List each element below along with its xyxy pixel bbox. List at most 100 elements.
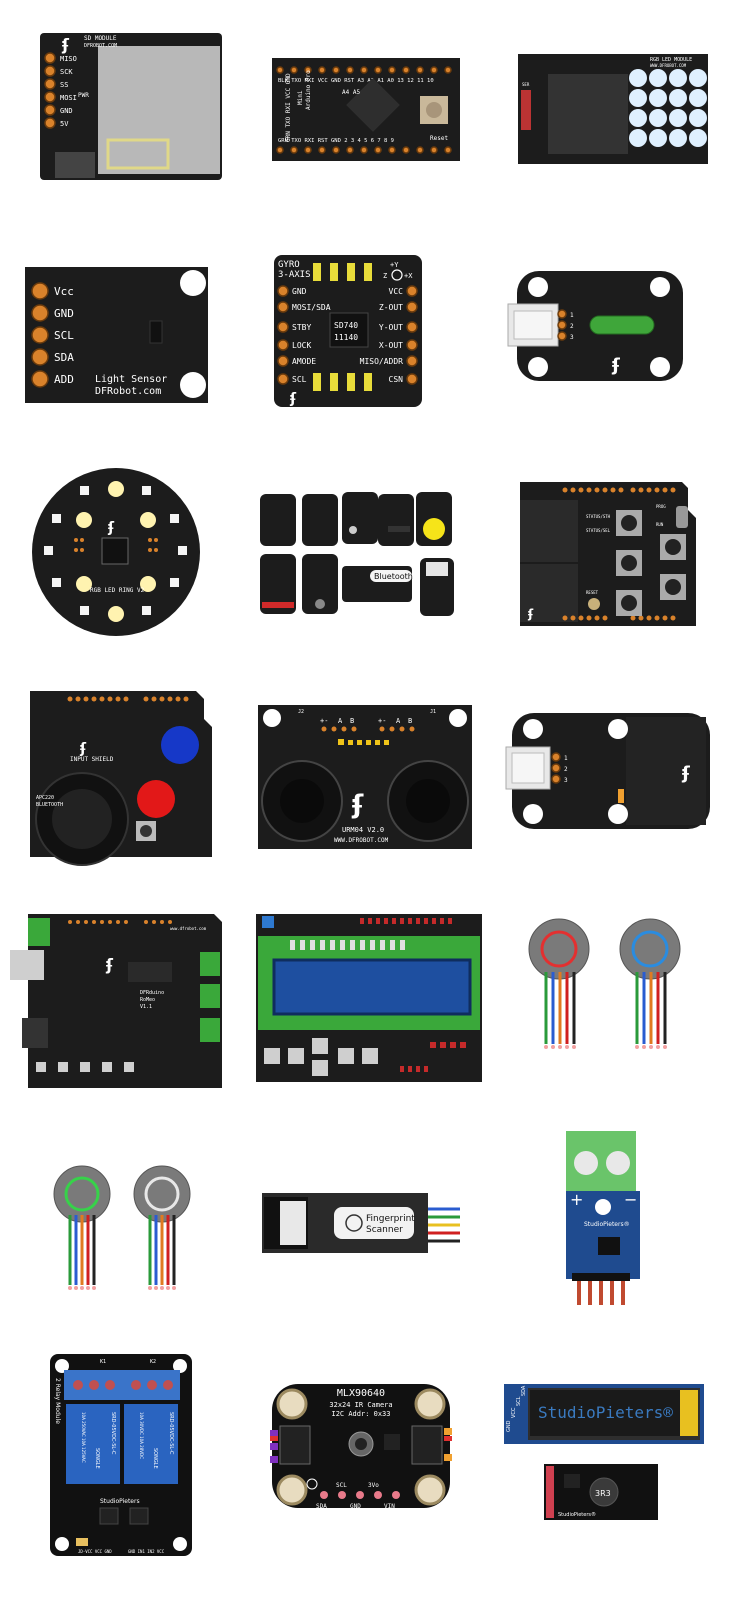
romeo-title: DFRduino <box>140 990 164 996</box>
dfrduino-romeo: ʄ DFRduino RoMeo V1.1 www.dfrobot.com <box>0 812 250 1088</box>
relay-jumper: K2 <box>150 1359 156 1365</box>
gyro-right-pin: Y-OUT <box>379 323 403 332</box>
sd-pin-label: 5V <box>60 120 69 128</box>
ir-pin-label: 1 <box>564 755 568 762</box>
relay-pins-right: GND IN1 IN2 VCC <box>128 1549 165 1554</box>
promini-title: Arduino Pro <box>305 70 312 110</box>
oled-pin: SCL <box>516 1396 522 1406</box>
promini-analog-label: A4 A5 <box>342 89 360 96</box>
promini-reset-label: Reset <box>430 135 448 142</box>
relay-brand-label: StudioPieters <box>100 1498 140 1505</box>
gyro-right-pin: VCC <box>389 287 404 296</box>
sd-pwr-label: PWR <box>78 92 89 99</box>
ir-sensor: 1 2 3 ʄ <box>500 609 750 829</box>
stepup-pin: B <box>534 1483 540 1492</box>
light-pin-label: Vcc <box>54 285 74 298</box>
lcd-keypad-shield <box>250 812 500 1082</box>
gyro-left-pin: LOCK <box>292 341 311 350</box>
light-subtitle: DFRobot.com <box>95 386 161 397</box>
urm-pin-label: B <box>408 717 412 725</box>
sd-pin-label: SCK <box>60 68 73 76</box>
gyro-subtitle: 3-AXIS <box>278 270 311 280</box>
stepup-inductor: 3R3 <box>595 1489 611 1498</box>
mlx-title: MLX90640 <box>337 1388 385 1399</box>
gyro-left-pin: STBY <box>292 323 311 332</box>
urm-pin-label: A <box>338 717 343 725</box>
sd-subtitle: DFROBOT.COM <box>84 43 117 49</box>
relay-rating: 10A 250VAC 10A 125VAC <box>81 1412 86 1463</box>
dfrobot-logo-icon: ʄ <box>611 355 620 376</box>
gyro-right-pin: MISO/ADDR <box>360 357 404 366</box>
gyro-axis-y: +Y <box>390 261 399 269</box>
mlx-pin: GND <box>350 1503 361 1510</box>
force-sensors-red-blue <box>500 812 750 1049</box>
gyro-chip-label: 11140 <box>334 333 358 342</box>
driver-plus: + <box>570 1190 583 1209</box>
gyro-left-pin: SCL <box>292 375 307 384</box>
io-status-label: STATUS/SEL <box>586 528 611 533</box>
oled-and-stepup: StudioPieters® GND VCC SCL SDA A B 3R3 S… <box>500 1218 750 1520</box>
dfrobot-logo-icon: ʄ <box>107 520 115 536</box>
light-pin-label: GND <box>54 307 74 320</box>
urm-pin-label: +- <box>378 717 386 725</box>
bluetooth-badge: Bluetooth <box>374 572 413 581</box>
dfrobot-logo-icon: ʄ <box>61 35 70 54</box>
urm-jumper-label: J2 <box>298 709 304 715</box>
promini-side-label: GRN TXO RXI VCC GND <box>285 73 292 142</box>
dfrobot-logo-icon: ʄ <box>79 741 87 757</box>
dfrobot-logo-icon: ʄ <box>351 790 364 820</box>
rgb-left-label: SER <box>522 82 530 87</box>
tilt-sensor: 1 2 3 ʄ <box>500 203 750 406</box>
io-status-label: STATUS/STH <box>586 514 611 519</box>
gyro-axis-x: +X <box>404 272 413 280</box>
mlx-pin: 3Vo <box>368 1482 379 1489</box>
mlx-pin: VIN <box>384 1503 395 1510</box>
force-sensor-green <box>53 1165 111 1290</box>
relay-model: SRD-05VDC-SL-C <box>110 1412 116 1455</box>
force-sensor-red <box>528 918 590 1049</box>
sd-pin-label: GND <box>60 107 73 115</box>
relay-brand: SONGLE <box>152 1448 158 1469</box>
input-shield-bt: BLUETOOTH <box>36 802 63 808</box>
ir-pin-label: 2 <box>564 766 568 773</box>
input-shield-title: INPUT SHIELD <box>70 756 114 763</box>
fingerprint-subtitle: Scanner <box>366 1225 403 1235</box>
tilt-pin-label: 2 <box>570 323 574 330</box>
io-shield: STATUS/STH STATUS/SEL RESET PROG RUN ʄ <box>500 406 750 626</box>
studio-pieters-driver: + − StudioPieters® <box>500 1015 750 1305</box>
io-run-label: RUN <box>656 522 664 527</box>
sd-title: SD MODULE <box>84 35 117 42</box>
promini-top-row: BLK TXO RXI VCC GND RST A3 A2 A1 A0 13 1… <box>278 78 434 84</box>
input-shield: INPUT SHIELD APC220 BLUETOOTH ʄ <box>0 609 250 866</box>
urm-pin-label: A <box>396 717 401 725</box>
gyro-right-pin: CSN <box>389 375 404 384</box>
gyro-left-pin: MOSI/SDA <box>292 303 331 312</box>
urm-jumper-label: J1 <box>430 709 436 715</box>
ir-pin-label: 3 <box>564 777 568 784</box>
dfrobot-logo-icon: ʄ <box>527 607 534 621</box>
promini-subtitle: Mini <box>297 90 304 105</box>
driver-brand: StudioPieters® <box>584 1221 630 1228</box>
relay-title: 2 Relay Module <box>54 1378 61 1424</box>
stepup-brand: StudioPieters® <box>558 1511 596 1518</box>
led-ring: RGB LED RING V2 ʄ <box>0 406 250 636</box>
dfrobot-logo-icon: ʄ <box>289 391 297 407</box>
driver-minus: − <box>624 1190 637 1209</box>
urm-subtitle: WWW.DFROBOT.COM <box>334 837 389 844</box>
light-title: Light Sensor <box>95 374 167 385</box>
urm-pin-label: +- <box>320 717 328 725</box>
light-pin-label: ADD <box>54 373 74 386</box>
gyro-right-pin: Z-OUT <box>379 303 403 312</box>
rgb-subtitle: WWW.DFROBOT.COM <box>650 63 687 68</box>
input-shield-apc: APC220 <box>36 795 54 801</box>
force-sensor-gray <box>133 1165 191 1290</box>
mlx90640: MLX90640 32x24 IR Camera I2C Addr: 0x33 … <box>250 1218 500 1510</box>
relay-brand: SONGLE <box>94 1448 100 1469</box>
romeo-subtitle: RoMeo <box>140 997 155 1003</box>
relay-model: SRD-05VDC-SL-C <box>168 1412 174 1455</box>
gyro-title: GYRO <box>278 260 300 270</box>
sd-pin-label: SS <box>60 81 68 89</box>
oled-display: StudioPieters® GND VCC SCL SDA <box>504 1384 704 1444</box>
oled-screen-text: StudioPieters® <box>538 1403 673 1422</box>
stepup-module: A B 3R3 StudioPieters® <box>534 1464 658 1520</box>
